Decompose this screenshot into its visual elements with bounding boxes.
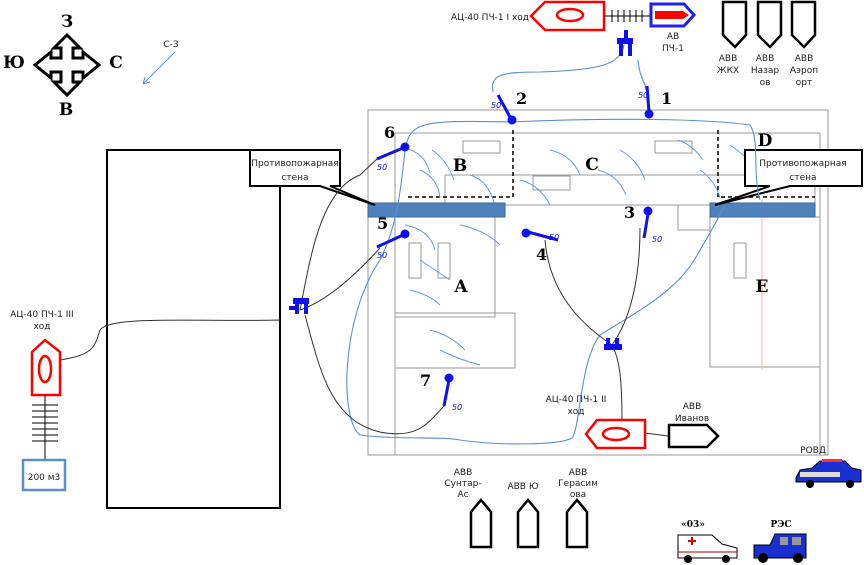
reserve-label: ов: [760, 78, 771, 88]
nozzle-numbers: 1 2 3 4 5 6 7: [377, 89, 672, 390]
compass-north: З: [61, 12, 73, 32]
nozzle-number: 5: [377, 214, 388, 233]
police-car: РОВД: [795, 446, 862, 488]
power-service-label: РЭС: [770, 520, 791, 530]
zone-a: A: [453, 277, 468, 297]
nozzle-icon: [644, 85, 654, 119]
compass-west: Ю: [3, 53, 25, 73]
truck-third-label-1: АЦ-40 ПЧ-1 III: [10, 310, 73, 320]
nozzle-icon: [496, 94, 517, 125]
firewall-label-right-1: Противопожарная: [759, 159, 846, 169]
reserve-label: Аэроп: [790, 66, 818, 76]
zone-e: E: [756, 277, 769, 297]
branch-distributor-icon: [617, 30, 633, 56]
wind-label: С-З: [163, 40, 179, 50]
reserve-label: Иванов: [675, 414, 709, 424]
reserve-label: орт: [796, 78, 812, 88]
reserve-vehicles-top: АВВ ЖКХ АВВ Назар ов АВВ Аэроп орт: [717, 0, 818, 88]
police-car-icon: [795, 459, 862, 488]
nozzle-size: 50: [452, 403, 462, 412]
reserve-label: ова: [570, 490, 586, 500]
reserve-label: ЖКХ: [717, 66, 739, 76]
water-source-label: 200 м3: [28, 473, 61, 483]
nozzle-size: 50: [377, 251, 387, 260]
reserve-vehicles-bottom: АВВ Сунтар- Ас АВВ Ю АВВ Герасим ова: [444, 468, 598, 549]
nozzle-number: 4: [536, 245, 547, 264]
power-service-vehicle: РЭС: [753, 520, 807, 563]
truck-second-label-2: ход: [567, 407, 584, 417]
nozzle-icon: [442, 373, 454, 407]
firewall-label-right-2: стена: [789, 173, 816, 183]
reserve-label: АВВ: [756, 54, 775, 64]
reserve-label: Сунтар-: [444, 479, 481, 489]
zone-c: C: [585, 155, 599, 175]
police-label: РОВД: [800, 446, 826, 456]
fire-truck-second: АЦ-40 ПЧ-1 II ход: [546, 395, 647, 450]
nozzle-size-labels: 50 50 50 50 50 50 50: [377, 91, 662, 412]
ambulance-label: «03»: [681, 520, 705, 530]
fire-truck-third: АЦ-40 ПЧ-1 III ход: [10, 310, 74, 460]
reserve-label: АВВ: [719, 54, 738, 64]
reserve-label: АВВ: [795, 54, 814, 64]
nozzle-size: 50: [377, 163, 387, 172]
ladder-truck-label-1: АВ: [667, 32, 679, 42]
reserve-label: АВВ: [683, 402, 702, 412]
ambulance: «03»: [677, 520, 738, 563]
fire-truck-first: АЦ-40 ПЧ-1 I ход: [451, 0, 652, 32]
truck-first-label: АЦ-40 ПЧ-1 I ход: [451, 13, 529, 23]
distributors: [289, 30, 633, 350]
nozzle-size: 50: [549, 233, 559, 242]
jeep-icon: [753, 533, 807, 563]
compass-east: С: [109, 53, 123, 73]
nozzle-icon: [376, 142, 410, 161]
nozzle-number: 6: [384, 123, 395, 142]
ladder-truck: АВ ПЧ-1: [649, 2, 697, 54]
reserve-label: Назар: [751, 66, 780, 76]
compass-arrows-icon: [32, 32, 102, 98]
nozzle-number: 2: [516, 89, 527, 108]
nozzle-icon: [521, 228, 559, 242]
nozzle-icon: [642, 206, 653, 239]
reserve-label: Герасим: [558, 479, 598, 489]
firewall-label-left-2: стена: [281, 173, 308, 183]
nozzle-size: 50: [638, 91, 648, 100]
truck-second-label-1: АЦ-40 ПЧ-1 II: [546, 395, 607, 405]
branch-distributor-icon: [289, 298, 309, 314]
zone-labels: B C D A E: [453, 131, 773, 297]
nozzles: [376, 85, 654, 407]
compass-south: В: [59, 100, 73, 120]
branch-distributor-icon: [604, 338, 622, 350]
reserve-label: АВВ Ю: [507, 482, 538, 492]
nozzle-number: 1: [661, 89, 672, 108]
nozzle-size: 50: [491, 101, 501, 110]
wind-arrow-icon: [142, 51, 176, 85]
firewall-label-left-1: Противопожарная: [251, 159, 338, 169]
reserve-label: Ас: [457, 490, 468, 500]
firewall-right: [709, 202, 816, 218]
truck-third-label-2: ход: [33, 322, 50, 332]
reserve-label: АВВ: [454, 468, 473, 478]
water-reservoir: 200 м3: [21, 458, 67, 492]
nozzle-number: 7: [420, 371, 431, 390]
firewall-left: [367, 202, 506, 218]
reserve-label: АВВ: [569, 468, 588, 478]
firewall-callout-right: Противопожарная стена: [714, 149, 863, 206]
nozzle-number: 3: [624, 203, 635, 222]
nozzle-icon: [376, 229, 410, 249]
building-plan: [367, 109, 829, 456]
ambulance-icon: [677, 534, 738, 563]
zone-d: D: [758, 131, 773, 151]
zone-b: B: [453, 156, 467, 176]
compass: З Ю С В: [3, 12, 123, 120]
ladder-truck-label-2: ПЧ-1: [662, 44, 684, 54]
hose-line-dark: [59, 157, 669, 437]
reserve-ivanov: АВВ Иванов: [667, 402, 720, 449]
adjacent-building: [106, 149, 281, 509]
nozzle-size: 50: [652, 235, 662, 244]
firewall-callout-left: Противопожарная стена: [249, 149, 376, 206]
